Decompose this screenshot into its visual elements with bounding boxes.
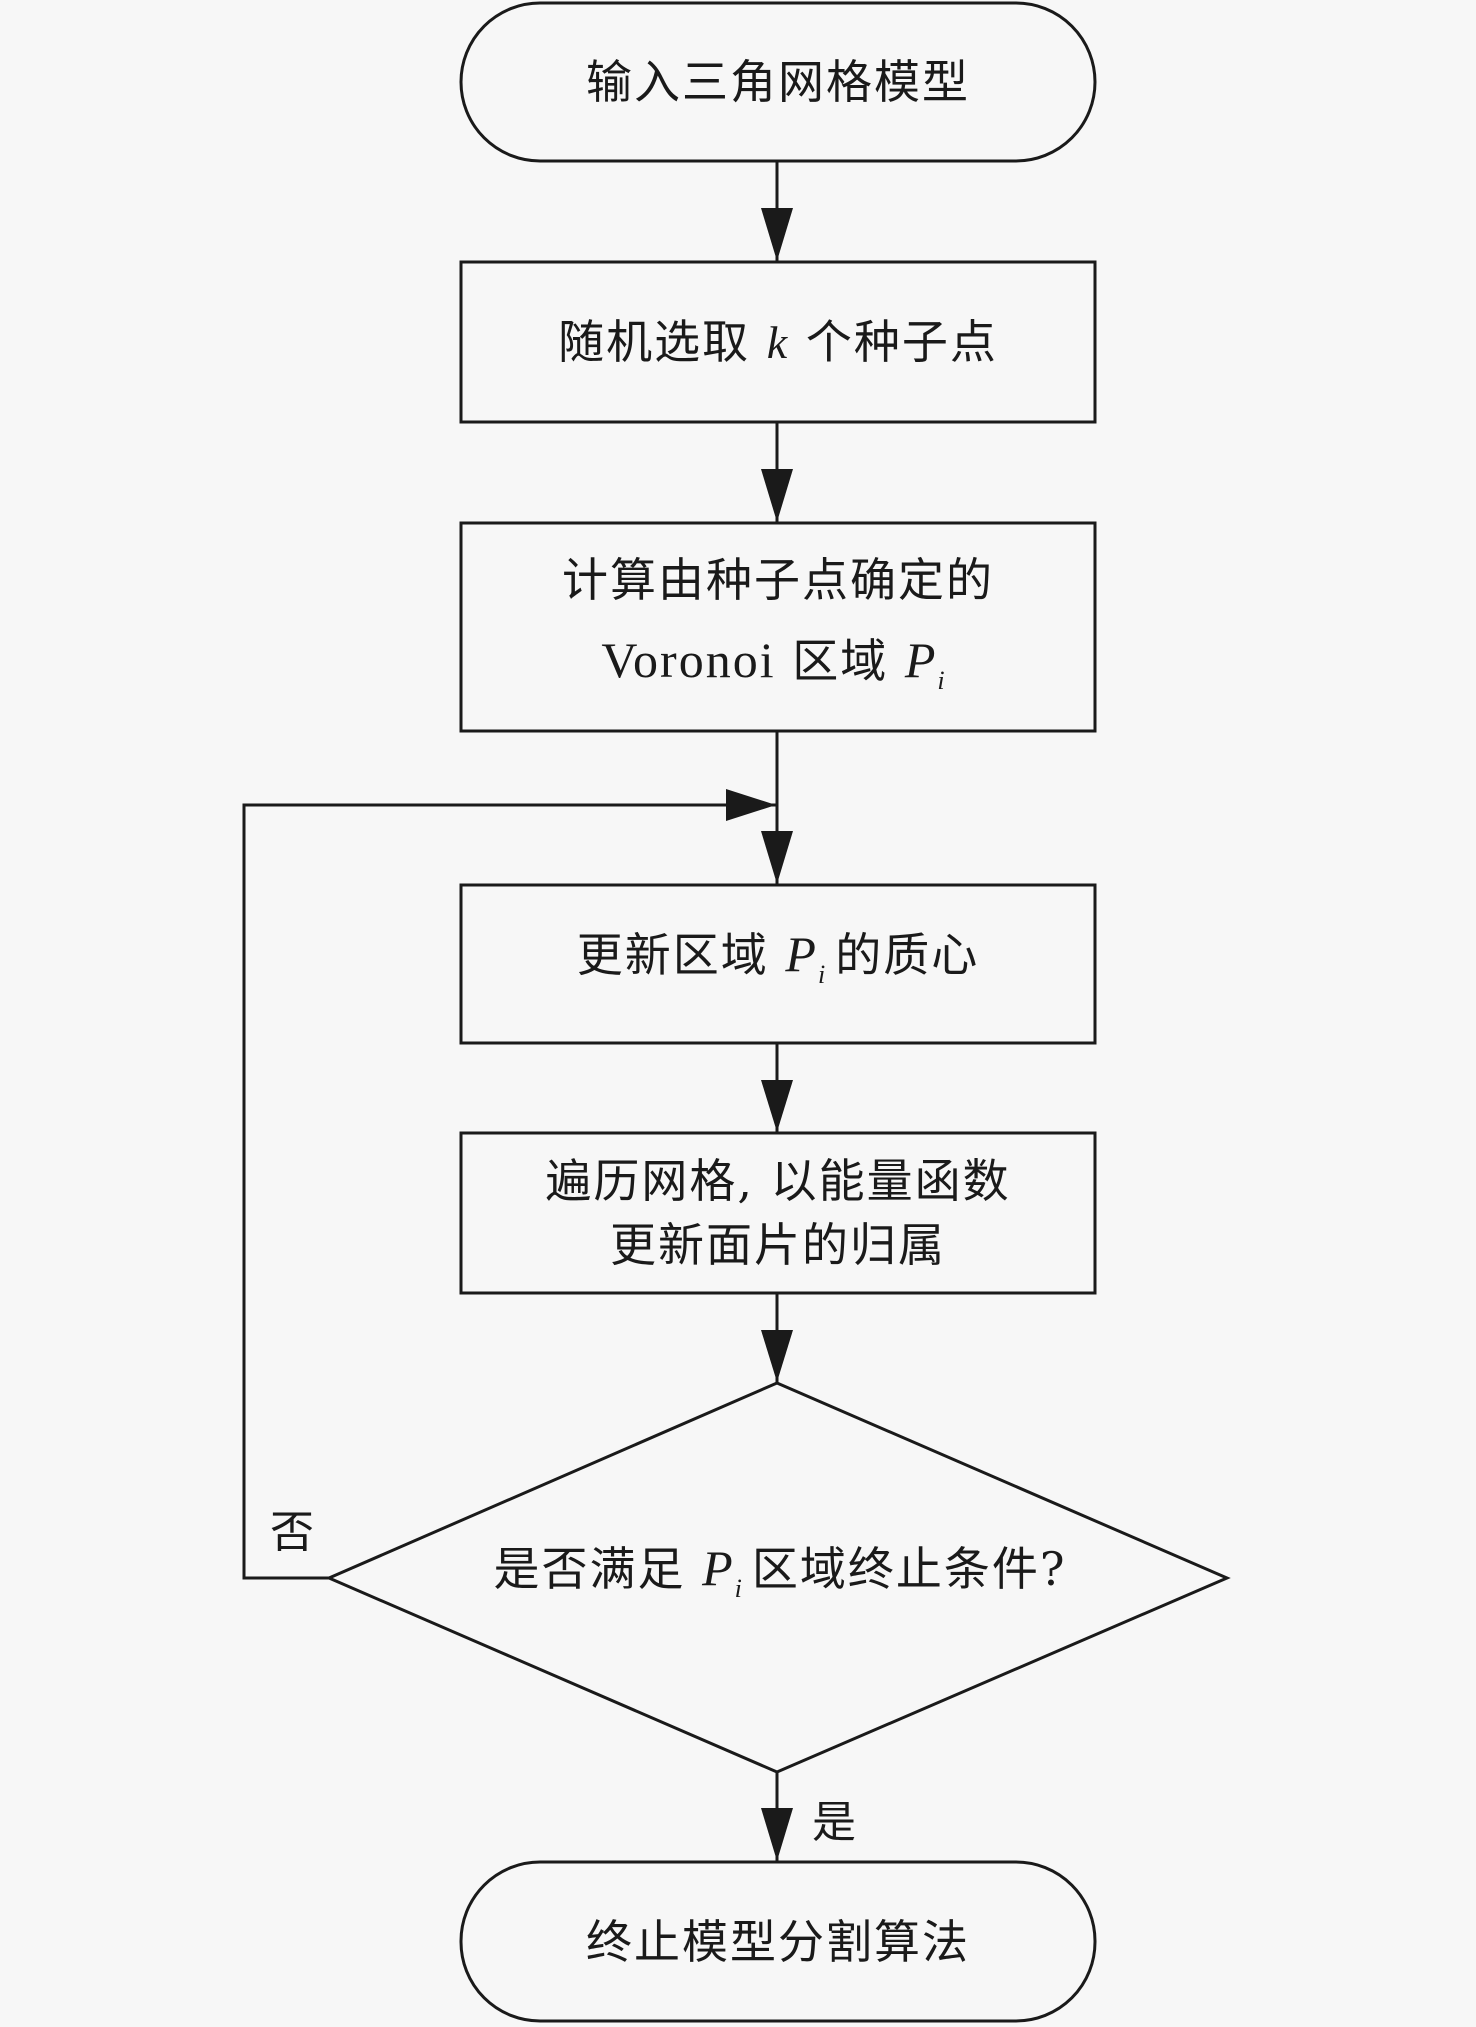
voronoi-word: Voronoi [601, 631, 776, 688]
start-terminal: 输入三角网格模型 [461, 3, 1095, 161]
subscript-i: i [937, 665, 947, 695]
traverse-mesh-line2: 更新面片的归属 [610, 1218, 946, 1272]
arrowhead-4 [761, 1080, 793, 1132]
compute-voronoi-line1: 计算由种子点确定的 [562, 552, 994, 607]
label-text: 是否满足 [493, 1541, 703, 1596]
edge-label-no: 否 [270, 1507, 314, 1558]
select-seeds-node: 随机选取 k 个种子点 [461, 262, 1095, 422]
edge-loop-back [242, 803, 777, 1580]
arrowhead-2 [761, 469, 793, 522]
traverse-mesh-line1: 遍历网格, 以能量函数 [545, 1154, 1011, 1208]
edge-label-yes: 是 [812, 1797, 856, 1848]
label-text: 区域终止条件? [751, 1541, 1067, 1596]
label-text: 的质心 [835, 927, 980, 982]
compute-voronoi-node: 计算由种子点确定的 Voronoi 区域 Pi [461, 523, 1095, 731]
variable-p: P [785, 925, 818, 982]
subscript-i: i [817, 959, 828, 989]
compute-voronoi-line2: Voronoi 区域 Pi [601, 627, 954, 714]
label-text: 个种子点 [789, 314, 998, 369]
arrowhead-5 [761, 1330, 793, 1382]
end-terminal-label: 终止模型分割算法 [586, 1914, 970, 1969]
label-text: 更新区域 [576, 927, 786, 982]
label-text: 随机选取 [558, 314, 767, 369]
variable-p: P [702, 1539, 735, 1596]
label-text: 区域 [775, 633, 905, 688]
arrowhead-1 [761, 208, 793, 261]
start-terminal-label: 输入三角网格模型 [586, 55, 970, 109]
traverse-mesh-node: 遍历网格, 以能量函数 更新面片的归属 [461, 1133, 1095, 1293]
variable-p: P [904, 631, 938, 688]
variable-k: k [766, 316, 790, 368]
subscript-i: i [734, 1573, 744, 1603]
arrowhead-6 [761, 1808, 793, 1861]
select-seeds-label: 随机选取 k 个种子点 [558, 309, 998, 376]
arrowhead-loop [726, 789, 776, 821]
arrowhead-3 [761, 831, 793, 884]
end-terminal: 终止模型分割算法 [461, 1862, 1095, 2021]
